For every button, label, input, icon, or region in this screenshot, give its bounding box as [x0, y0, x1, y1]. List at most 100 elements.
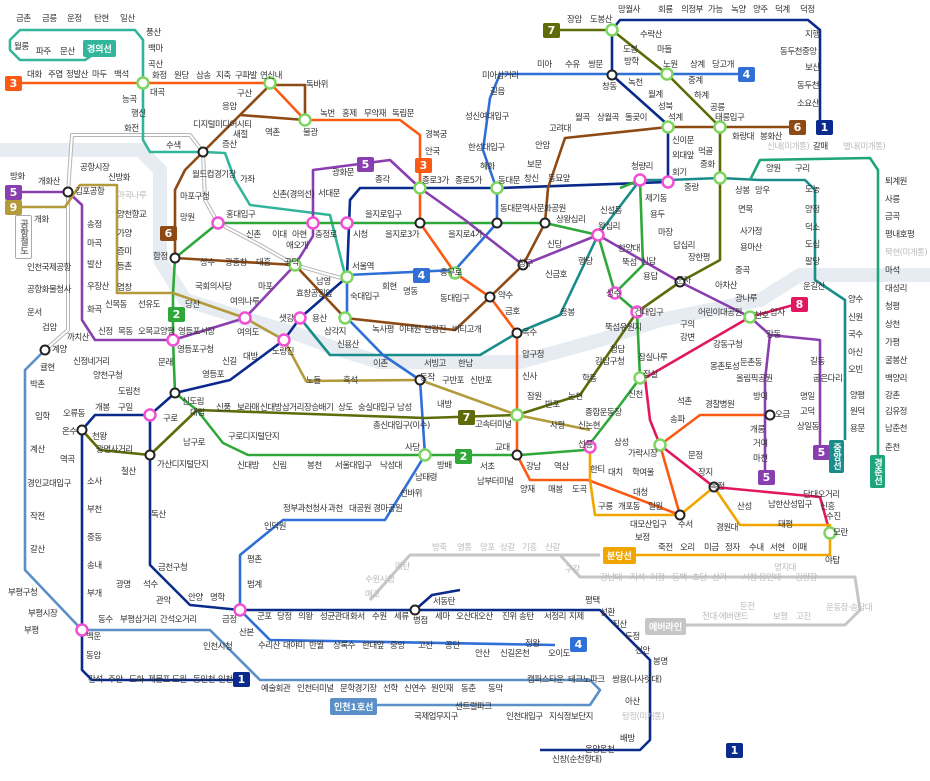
station-label[interactable]: 풍산: [146, 28, 161, 38]
station-label[interactable]: 발산: [87, 260, 102, 270]
station-label[interactable]: 계양: [52, 345, 67, 355]
station-label[interactable]: 굴봉산: [885, 356, 907, 366]
station-label[interactable]: 관악: [156, 596, 171, 606]
station-label[interactable]: 잠원: [527, 392, 542, 402]
station-label[interactable]: 마천: [753, 454, 768, 464]
station-label[interactable]: 오빈: [848, 365, 863, 375]
station-label[interactable]: 수색: [166, 141, 181, 151]
station-label[interactable]: 종합운동장: [585, 408, 622, 418]
transfer-station-marker[interactable]: [75, 623, 89, 637]
station-label[interactable]: 간석: [88, 675, 103, 685]
station-label[interactable]: 도심: [805, 240, 820, 250]
station-label[interactable]: 상록수: [333, 641, 355, 651]
station-label[interactable]: 정부과천청사: [283, 504, 327, 514]
station-label[interactable]: 먹골: [698, 147, 713, 157]
transfer-station-marker[interactable]: [674, 276, 686, 288]
station-label[interactable]: 응봉: [560, 308, 575, 318]
station-label[interactable]: 오목교: [138, 327, 160, 337]
station-label[interactable]: 숙대입구: [350, 292, 380, 302]
station-label[interactable]: 신풍: [216, 403, 231, 413]
station-label[interactable]: 둔촌동: [740, 358, 762, 368]
station-label[interactable]: 수원시청: [365, 575, 395, 585]
station-label[interactable]: 잠실나루: [638, 353, 668, 363]
station-label[interactable]: 김량장: [795, 573, 817, 583]
station-label[interactable]: 사평: [550, 421, 565, 431]
transfer-station-marker[interactable]: [583, 440, 597, 454]
station-label[interactable]: 부천: [87, 505, 102, 515]
station-label[interactable]: 제기동: [645, 194, 667, 204]
station-label[interactable]: 인천: [218, 675, 233, 685]
station-label[interactable]: 갈산: [30, 545, 45, 555]
station-label[interactable]: 대화: [27, 70, 42, 80]
station-label[interactable]: 곡산: [148, 60, 163, 70]
station-label[interactable]: 상봉: [735, 186, 750, 196]
station-label[interactable]: 지축: [216, 71, 231, 81]
station-label[interactable]: 방학: [624, 57, 639, 67]
station-label[interactable]: 파주: [36, 47, 51, 57]
station-label[interactable]: 매탄: [395, 562, 410, 572]
station-label[interactable]: 수락산: [640, 30, 662, 40]
station-label[interactable]: 미아삼거리: [482, 71, 519, 81]
station-label[interactable]: 까치산: [67, 333, 89, 343]
station-label[interactable]: 서동탄: [433, 597, 455, 607]
station-label[interactable]: 양주: [753, 5, 768, 15]
station-label[interactable]: 신연수: [404, 684, 426, 694]
station-label[interactable]: 홍대입구: [226, 210, 256, 220]
transfer-station-marker[interactable]: [144, 449, 156, 461]
transfer-station-marker[interactable]: [661, 120, 675, 134]
transfer-station-marker[interactable]: [136, 76, 150, 90]
station-label[interactable]: 망포: [480, 543, 495, 553]
station-label[interactable]: 한성대입구: [468, 143, 505, 153]
station-label[interactable]: 지제: [569, 612, 584, 622]
station-label[interactable]: 하계: [694, 91, 709, 101]
station-label[interactable]: 디지털미디어시티: [193, 120, 252, 130]
station-label[interactable]: 부평구청: [8, 588, 38, 598]
station-label[interactable]: 월롱: [14, 42, 29, 52]
station-label[interactable]: 능곡: [122, 95, 137, 105]
station-label[interactable]: 홍제: [342, 109, 357, 119]
station-label[interactable]: 교대: [495, 443, 510, 453]
transfer-station-marker[interactable]: [233, 603, 247, 617]
station-label[interactable]: 무악재: [364, 109, 386, 119]
station-label[interactable]: 구일: [118, 403, 133, 413]
station-label[interactable]: 개봉: [95, 403, 110, 413]
station-label[interactable]: 합정: [153, 252, 168, 262]
station-label[interactable]: 삼송: [196, 71, 211, 81]
station-label[interactable]: 대모산입구: [630, 520, 667, 530]
station-label[interactable]: 인덕원: [264, 522, 286, 532]
transfer-station-marker[interactable]: [76, 424, 88, 436]
station-label[interactable]: 탕정(미개통): [622, 712, 665, 722]
station-label[interactable]: 묵현(미개통): [885, 248, 928, 258]
station-label[interactable]: 가좌: [240, 175, 255, 185]
station-label[interactable]: 망월사: [618, 5, 640, 15]
station-label[interactable]: 봉명: [653, 657, 668, 667]
station-label[interactable]: 암사: [770, 308, 785, 318]
station-label[interactable]: 공항시장: [80, 163, 110, 173]
station-label[interactable]: 백석: [114, 70, 129, 80]
station-label[interactable]: 건대입구: [634, 308, 664, 318]
station-label[interactable]: 정왕: [525, 639, 540, 649]
station-label[interactable]: 동수: [98, 615, 113, 625]
station-label[interactable]: 독립문: [392, 109, 414, 119]
station-label[interactable]: 종로5가: [455, 176, 482, 186]
station-label[interactable]: 신원: [848, 313, 863, 323]
station-label[interactable]: 구로디지털단지: [228, 432, 280, 442]
transfer-station-marker[interactable]: [660, 67, 674, 81]
station-label[interactable]: 백마: [148, 44, 163, 54]
station-label[interactable]: 갈매: [813, 142, 828, 152]
station-label[interactable]: 안암: [535, 141, 550, 151]
station-label[interactable]: 간석오거리: [160, 615, 197, 625]
station-label[interactable]: 오이도: [548, 649, 570, 659]
station-label[interactable]: 총신대입구(이수): [373, 421, 430, 431]
station-label[interactable]: 한티: [590, 465, 605, 475]
station-label[interactable]: 도봉: [623, 45, 638, 55]
station-label[interactable]: 신금호: [545, 270, 567, 280]
station-label[interactable]: 강동: [766, 330, 781, 340]
station-label[interactable]: 도원: [172, 675, 187, 685]
station-label[interactable]: 평내호평: [885, 230, 915, 240]
station-label[interactable]: 동막: [488, 684, 503, 694]
station-label[interactable]: 오류동: [63, 409, 85, 419]
station-label[interactable]: 양정: [805, 205, 820, 215]
transfer-station-marker[interactable]: [606, 69, 618, 81]
station-label[interactable]: 어정: [650, 573, 665, 583]
